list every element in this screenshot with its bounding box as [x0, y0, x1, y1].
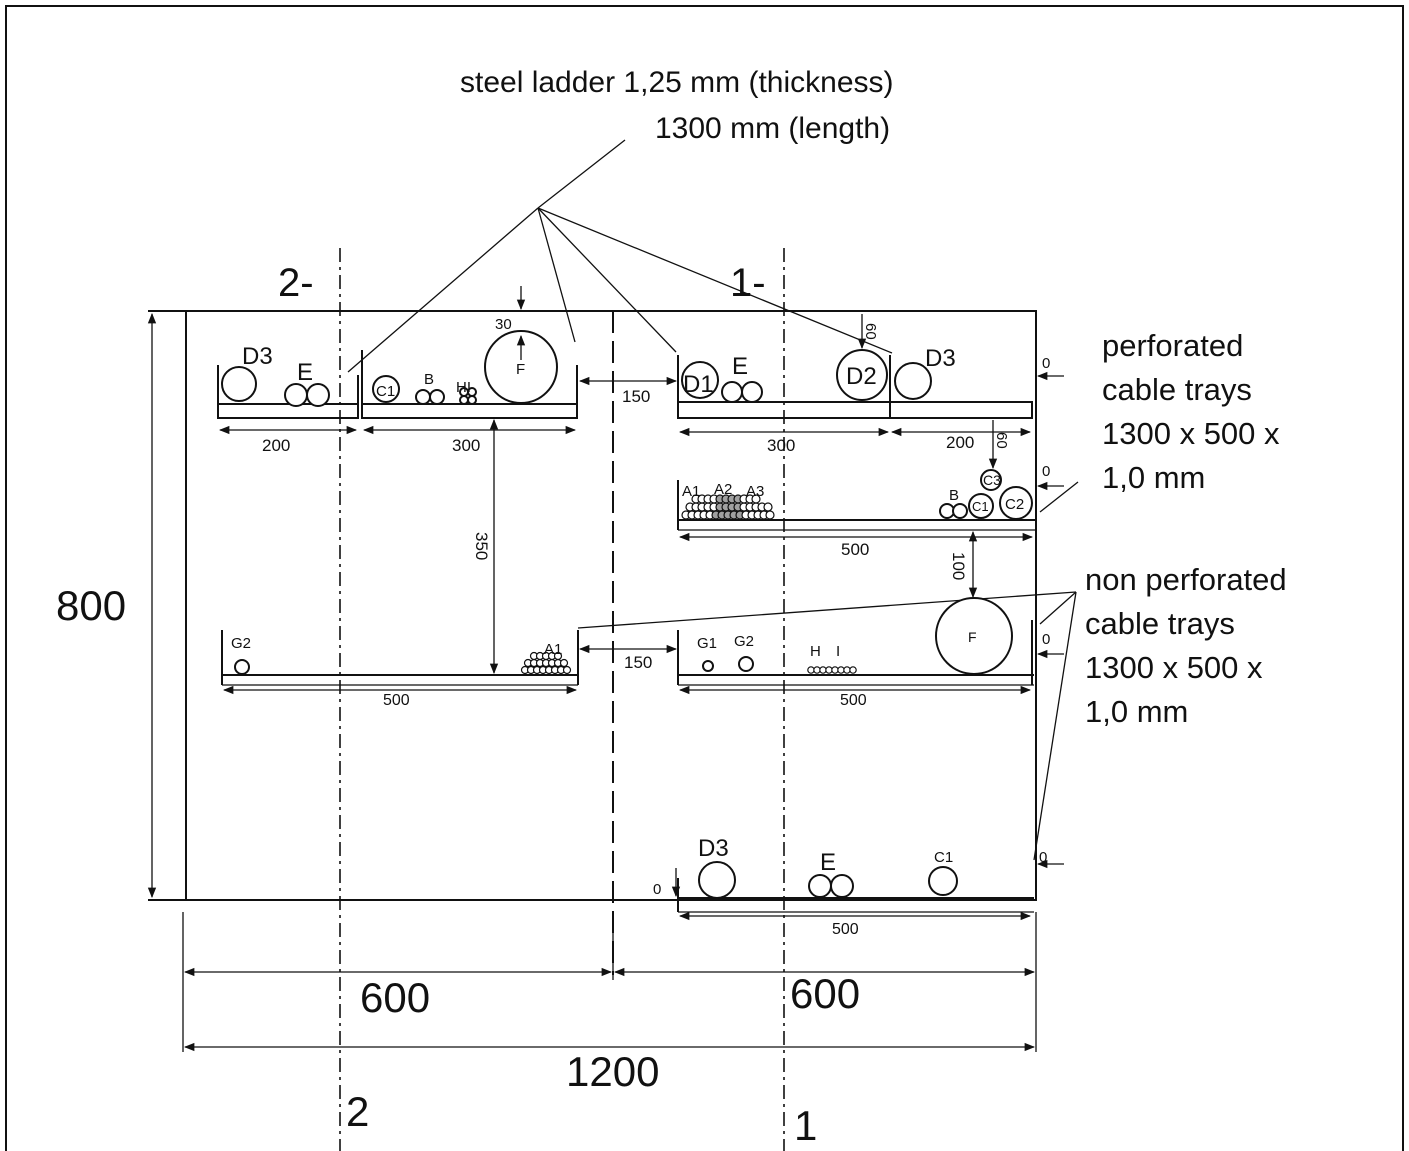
perforated-note-1: perforated [1102, 328, 1243, 363]
dim-200-right: 200 [946, 433, 974, 452]
dim-100: 100 [949, 552, 968, 580]
cable-strand [751, 494, 761, 504]
cable-strand [559, 658, 569, 668]
section-label-2-bottom: 2 [346, 1088, 369, 1135]
perforated-note-3: 1300 x 500 x [1102, 416, 1280, 451]
dim-half-right: 600 [790, 970, 860, 1017]
nonperforated-tray-mid-left [221, 630, 579, 686]
cables-perforated-right [939, 469, 1033, 520]
cable-label-c1-bottom: C1 [934, 849, 953, 866]
perforated-callout-line [1039, 481, 1079, 513]
cable-label-f-mid-right: F [968, 629, 977, 645]
cable-label-c2-perforated: C2 [1005, 496, 1024, 513]
cable-label-a1-mid-left: A1 [544, 641, 562, 658]
cable-label-a1-perforated: A1 [682, 483, 700, 500]
cable-label-c1-perforated: C1 [972, 499, 989, 514]
cable-label-b-top: B [424, 371, 434, 388]
cables-top-left [221, 330, 558, 407]
perforated-note-2: cable trays [1102, 372, 1252, 407]
tray-top-left-200 [217, 365, 359, 419]
nonperforated-note-3: 1300 x 500 x [1085, 650, 1263, 685]
dim-height: 800 [56, 582, 126, 629]
tray-top-right-200 [889, 355, 1033, 419]
section-label-2-top: 2- [278, 261, 314, 305]
dim-350: 350 [472, 532, 491, 560]
cable-label-a3-perforated: A3 [746, 483, 764, 500]
ladder-note-line-1: steel ladder 1,25 mm (thickness) [460, 66, 894, 99]
dim-500-bottom: 500 [832, 921, 859, 938]
dim-zero-1: 0 [1042, 355, 1050, 372]
perforated-note-4: 1,0 mm [1102, 460, 1205, 495]
dim-150-top: 150 [622, 387, 650, 406]
cable-label-hi-top: HI [456, 379, 471, 396]
cable-label-c1-top: C1 [376, 383, 395, 400]
dim-500-mid-right: 500 [840, 692, 867, 709]
cable-label-e-top-right: E [732, 353, 748, 380]
dim-zero-4: 0 [1039, 849, 1047, 866]
section-label-1-top: 1- [730, 261, 766, 305]
dim-300-right: 300 [767, 436, 795, 455]
ladder-callout-lines [347, 139, 893, 373]
dim-60-top: 60 [862, 323, 879, 340]
cables-top-right [681, 349, 932, 403]
cable-label-a2-perforated: A2 [714, 481, 732, 498]
cable-strand [553, 651, 563, 661]
section-label-1-bottom: 1 [794, 1102, 817, 1149]
nonperforated-tray-mid-right [677, 620, 1034, 686]
cable-strand [763, 502, 773, 512]
dim-total: 1200 [566, 1048, 659, 1095]
dim-300-left: 300 [452, 436, 480, 455]
cable-label-d2-top: D2 [846, 363, 877, 390]
nonperforated-note-4: 1,0 mm [1085, 694, 1188, 729]
cable-label-f-top: F [516, 361, 525, 378]
cable-label-g1-mid-right: G1 [697, 635, 717, 652]
cable-strand [849, 666, 857, 674]
dim-zero-2: 0 [1042, 463, 1050, 480]
dim-500-mid-left: 500 [383, 692, 410, 709]
dimension-lines [147, 286, 1064, 1052]
cables-mid-right-hi [807, 666, 857, 674]
perforated-tray [677, 480, 1036, 531]
cable-label-d3-bottom: D3 [698, 835, 729, 862]
cables-mid-right [702, 597, 1013, 675]
ladder-note-line-2: 1300 mm (length) [655, 112, 890, 145]
cable-label-b-perforated: B [949, 487, 959, 504]
cable-label-e-bottom: E [820, 849, 836, 876]
cable-label-c3-perforated: C3 [983, 472, 1001, 488]
cables-perforated [681, 494, 775, 520]
cable-label-d3-top-left: D3 [242, 343, 273, 370]
cable-label-d1-top: D1 [683, 371, 714, 398]
cable-strand [562, 665, 572, 675]
nonperforated-note-2: cable trays [1085, 606, 1235, 641]
dim-zero-5: 0 [653, 881, 661, 898]
dim-500-perforated: 500 [841, 540, 869, 559]
cable-strand [765, 510, 775, 520]
dim-half-left: 600 [360, 974, 430, 1021]
nonperforated-callout-lines [577, 591, 1077, 861]
cables-mid-left-bundle [520, 651, 572, 675]
nonperforated-note-1: non perforated [1085, 562, 1287, 597]
dim-60-side: 60 [993, 432, 1010, 449]
cable-label-i-mid-right: I [836, 643, 840, 660]
cable-label-g2-mid-right: G2 [734, 633, 754, 650]
cable-label-g2-mid-left: G2 [231, 635, 251, 652]
cables-mid-left [234, 659, 250, 675]
cabinet-outline [148, 310, 1037, 901]
cable-label-e-top-left: E [297, 359, 313, 386]
dim-zero-3: 0 [1042, 631, 1050, 648]
dim-150-mid: 150 [624, 653, 652, 672]
dim-200-left: 200 [262, 436, 290, 455]
cables-bottom [698, 861, 958, 899]
drawing-frame [5, 5, 1404, 1151]
cable-label-h-mid-right: H [810, 643, 821, 660]
cable-label-d3-top-right: D3 [925, 345, 956, 372]
dim-30: 30 [495, 316, 512, 333]
